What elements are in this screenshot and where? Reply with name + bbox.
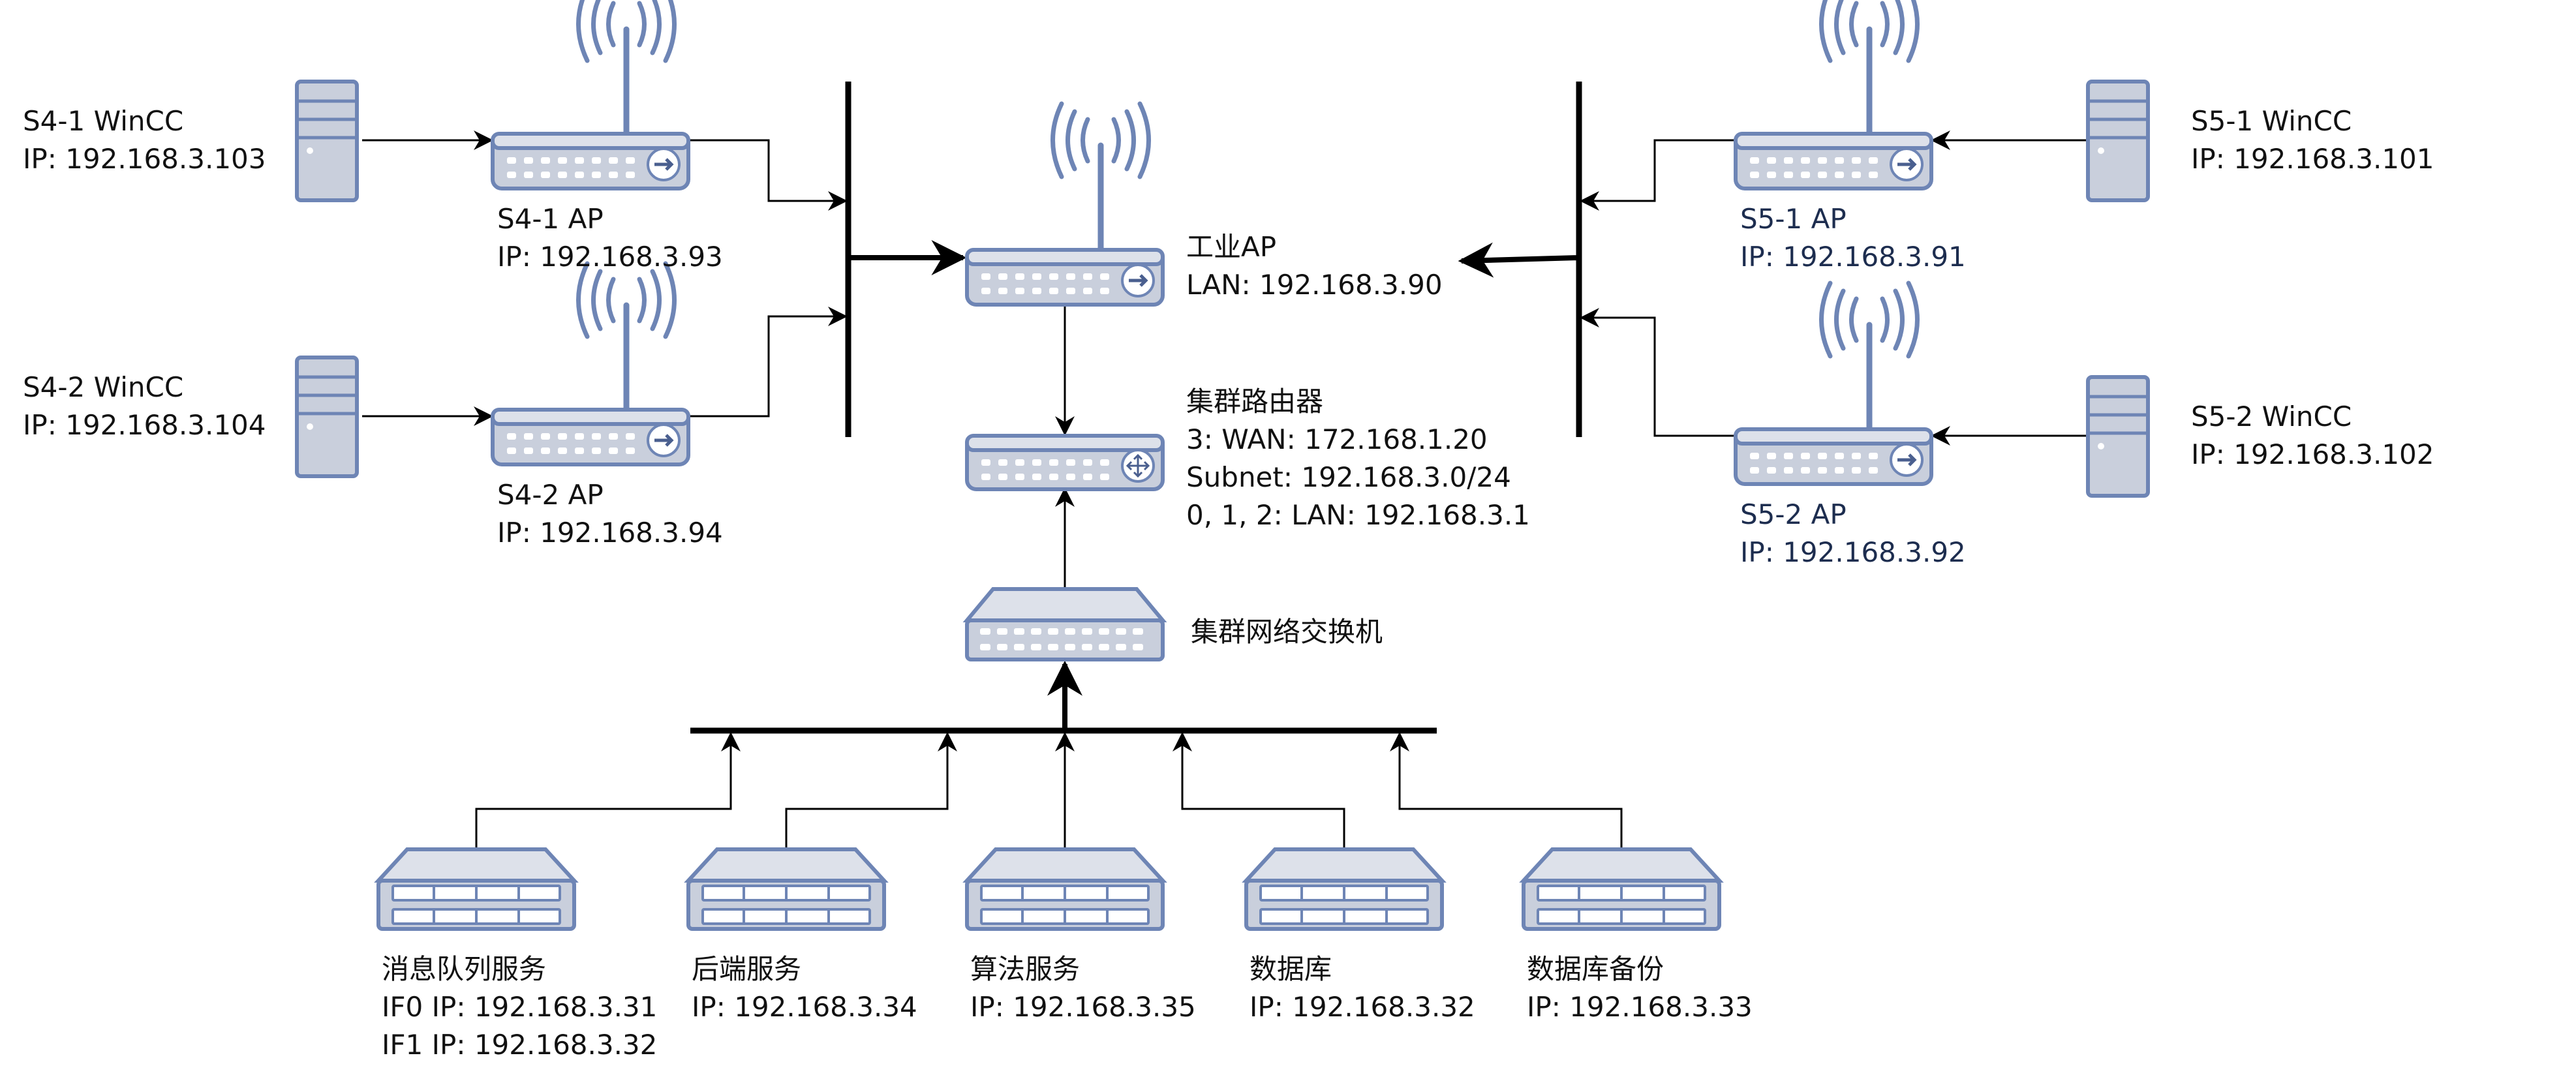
- cluster-router-subnet: Subnet: 192.168.3.0/24: [1186, 461, 1511, 493]
- router-icon: [967, 436, 1163, 489]
- s4-2-wincc-name: S4-2 WinCC: [23, 371, 183, 403]
- industrial-ap-name: 工业AP: [1186, 231, 1276, 263]
- link-database-backup-to-bus: [1390, 732, 1623, 848]
- link-backend-service-to-bus: [785, 732, 957, 848]
- backend-service-name: 后端服务: [692, 953, 801, 985]
- server-tower-icon: [2088, 377, 2148, 496]
- s5-2-wincc-ip: IP: 192.168.3.102: [2191, 438, 2434, 470]
- network-switch-icon: [967, 589, 1163, 660]
- s5-1-wincc-name: S5-1 WinCC: [2191, 105, 2352, 137]
- s4-2-wincc-ip: IP: 192.168.3.104: [23, 409, 266, 441]
- server-tower-icon: [297, 357, 357, 476]
- backend-service-ip: IP: 192.168.3.34: [692, 991, 917, 1023]
- s5-1-ap-name: S5-1 AP: [1740, 203, 1847, 235]
- link-mq-service-to-bus: [475, 732, 741, 848]
- algorithm-service-ip: IP: 192.168.3.35: [970, 991, 1196, 1023]
- link-s5-2-ap-to-bus: [1580, 308, 1734, 437]
- database-backup-name: 数据库备份: [1527, 953, 1664, 985]
- wireless-access-point-icon: [967, 104, 1163, 305]
- rack-server-icon: [688, 849, 884, 929]
- rack-server-icon: [378, 849, 574, 929]
- link-s4-2-ap-to-bus: [690, 307, 848, 417]
- rack-server-icon: [1524, 849, 1719, 929]
- s5-2-ap-ip: IP: 192.168.3.92: [1740, 536, 1966, 568]
- s5-2-wincc-name: S5-2 WinCC: [2191, 401, 2352, 432]
- s4-1-ap-name: S4-1 AP: [497, 203, 604, 235]
- link-right-bus-to-industrial-ap: [1458, 242, 1580, 278]
- wireless-access-point-icon: [1736, 283, 1931, 484]
- wireless-access-point-icon: [1736, 0, 1931, 189]
- server-tower-icon: [297, 82, 357, 200]
- rack-server-icon: [967, 849, 1163, 929]
- mq-service-name: 消息队列服务: [382, 953, 546, 985]
- s4-2-ap-ip: IP: 192.168.3.94: [497, 517, 723, 549]
- s4-1-ap-ip: IP: 192.168.3.93: [497, 241, 723, 273]
- server-tower-icon: [2088, 82, 2148, 200]
- industrial-ap-lan: LAN: 192.168.3.90: [1186, 269, 1443, 301]
- mq-service-if0: IF0 IP: 192.168.3.31: [382, 991, 657, 1023]
- rack-server-icon: [1246, 849, 1442, 929]
- database-name: 数据库: [1250, 953, 1332, 985]
- algorithm-service-name: 算法服务: [970, 953, 1080, 985]
- s5-2-ap-name: S5-2 AP: [1740, 498, 1847, 530]
- database-backup-ip: IP: 192.168.3.33: [1527, 991, 1753, 1023]
- database-ip: IP: 192.168.3.32: [1250, 991, 1475, 1023]
- cluster-router-wan: 3: WAN: 172.168.1.20: [1186, 423, 1488, 455]
- cluster-switch-name: 集群网络交换机: [1191, 616, 1383, 648]
- cluster-router-lan: 0, 1, 2: LAN: 192.168.3.1: [1186, 499, 1530, 531]
- s5-1-ap-ip: IP: 192.168.3.91: [1740, 241, 1966, 273]
- wireless-access-point-icon: [493, 264, 688, 464]
- s4-1-wincc-ip: IP: 192.168.3.103: [23, 143, 266, 175]
- cluster-router-name: 集群路由器: [1186, 386, 1323, 417]
- s5-1-wincc-ip: IP: 192.168.3.101: [2191, 143, 2434, 175]
- mq-service-if1: IF1 IP: 192.168.3.32: [382, 1029, 657, 1061]
- wireless-access-point-icon: [493, 0, 688, 189]
- link-database-to-bus: [1173, 732, 1345, 848]
- link-s4-1-ap-to-bus: [690, 139, 848, 211]
- link-s5-1-ap-to-bus: [1580, 139, 1734, 211]
- s4-2-ap-name: S4-2 AP: [497, 479, 604, 511]
- s4-1-wincc-name: S4-1 WinCC: [23, 105, 183, 137]
